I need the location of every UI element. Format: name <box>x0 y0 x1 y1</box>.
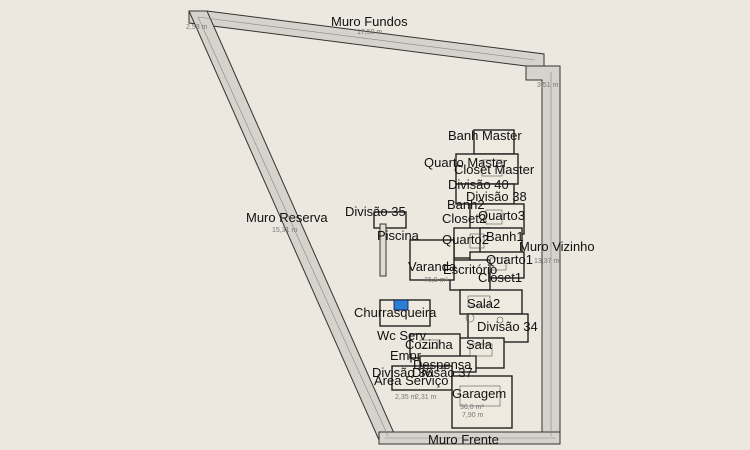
label-cozinha: Cozinha <box>405 337 453 352</box>
dim-fundos-length: 17,50 m <box>357 29 383 36</box>
label-divisao-36: Divisão 36 <box>372 365 433 380</box>
label-muro-vizinho: Muro Vizinho <box>519 239 595 254</box>
label-quarto-master: Quarto Master <box>424 155 508 170</box>
room-varanda-shape[interactable] <box>409 239 455 281</box>
label-churrasqueira: Churrasqueira <box>354 305 437 320</box>
dim-garagem-dim: 7,90 m <box>462 412 484 419</box>
label-divisao-34: Divisão 34 <box>477 319 538 334</box>
label-sala: Sala <box>466 337 493 352</box>
label-sala2: Sala2 <box>467 296 501 311</box>
label-divisao-38: Divisão 38 <box>466 189 527 204</box>
pool-detail <box>379 223 409 311</box>
dim-vizinho-length: 13,37 m <box>534 258 560 265</box>
wall-hatching <box>197 16 555 439</box>
label-banh-master: Banh Master <box>448 128 522 143</box>
dim-reserva-length: 15,31 m <box>272 227 298 234</box>
wall-reserva[interactable] <box>188 10 398 441</box>
label-escritorio: Escritório <box>443 262 498 277</box>
label-divisao-35: Divisão 35 <box>345 204 406 219</box>
dim-bottom-mid: 2,31 m <box>415 394 437 401</box>
label-empr: Empr <box>390 348 422 363</box>
label-muro-reserva: Muro Reserva <box>246 210 328 225</box>
label-muro-fundos: Muro Fundos <box>331 14 408 29</box>
room-banh-master-shape[interactable] <box>473 129 515 155</box>
label-varanda: Varanda <box>408 259 457 274</box>
label-garagem: Garagem <box>452 386 507 401</box>
label-area-servico: Área Serviço <box>374 373 449 388</box>
label-piscina: Piscina <box>377 228 419 243</box>
dim-corner-right: 3,51 m <box>537 82 559 89</box>
dim-bottom-left: 2,35 m <box>395 394 417 401</box>
label-wc-serv: Wc Serv <box>377 328 427 343</box>
label-banh2: Banh2 <box>447 197 485 212</box>
label-divisao-37: Divisão 37 <box>412 365 473 380</box>
room-garagem-shape[interactable] <box>451 375 513 429</box>
dim-corner-top-left: 2,53 m <box>186 24 208 31</box>
label-despensa: Despensa <box>413 357 472 372</box>
label-divisao-40: Divisão 40 <box>448 177 509 192</box>
label-quarto2: Quarto2 <box>442 232 489 247</box>
label-quarto1: Quarto1 <box>486 252 533 267</box>
room-area-servico-shape[interactable] <box>391 365 453 391</box>
label-quarto3: Quarto3 <box>478 208 525 223</box>
furniture <box>419 159 507 407</box>
label-closet2: Closet2 <box>442 211 487 226</box>
dim-varanda-area: 76,9 m² <box>424 277 448 284</box>
dim-garagem-area: 36,0 m² <box>460 404 484 411</box>
label-muro-frente: Muro Frente <box>428 432 499 447</box>
label-closet1: Closet1 <box>478 270 523 285</box>
room-sala2-shape[interactable] <box>459 289 523 315</box>
label-banh1: Banh1 <box>486 229 524 244</box>
label-closet-master: Closet Master <box>454 162 535 177</box>
